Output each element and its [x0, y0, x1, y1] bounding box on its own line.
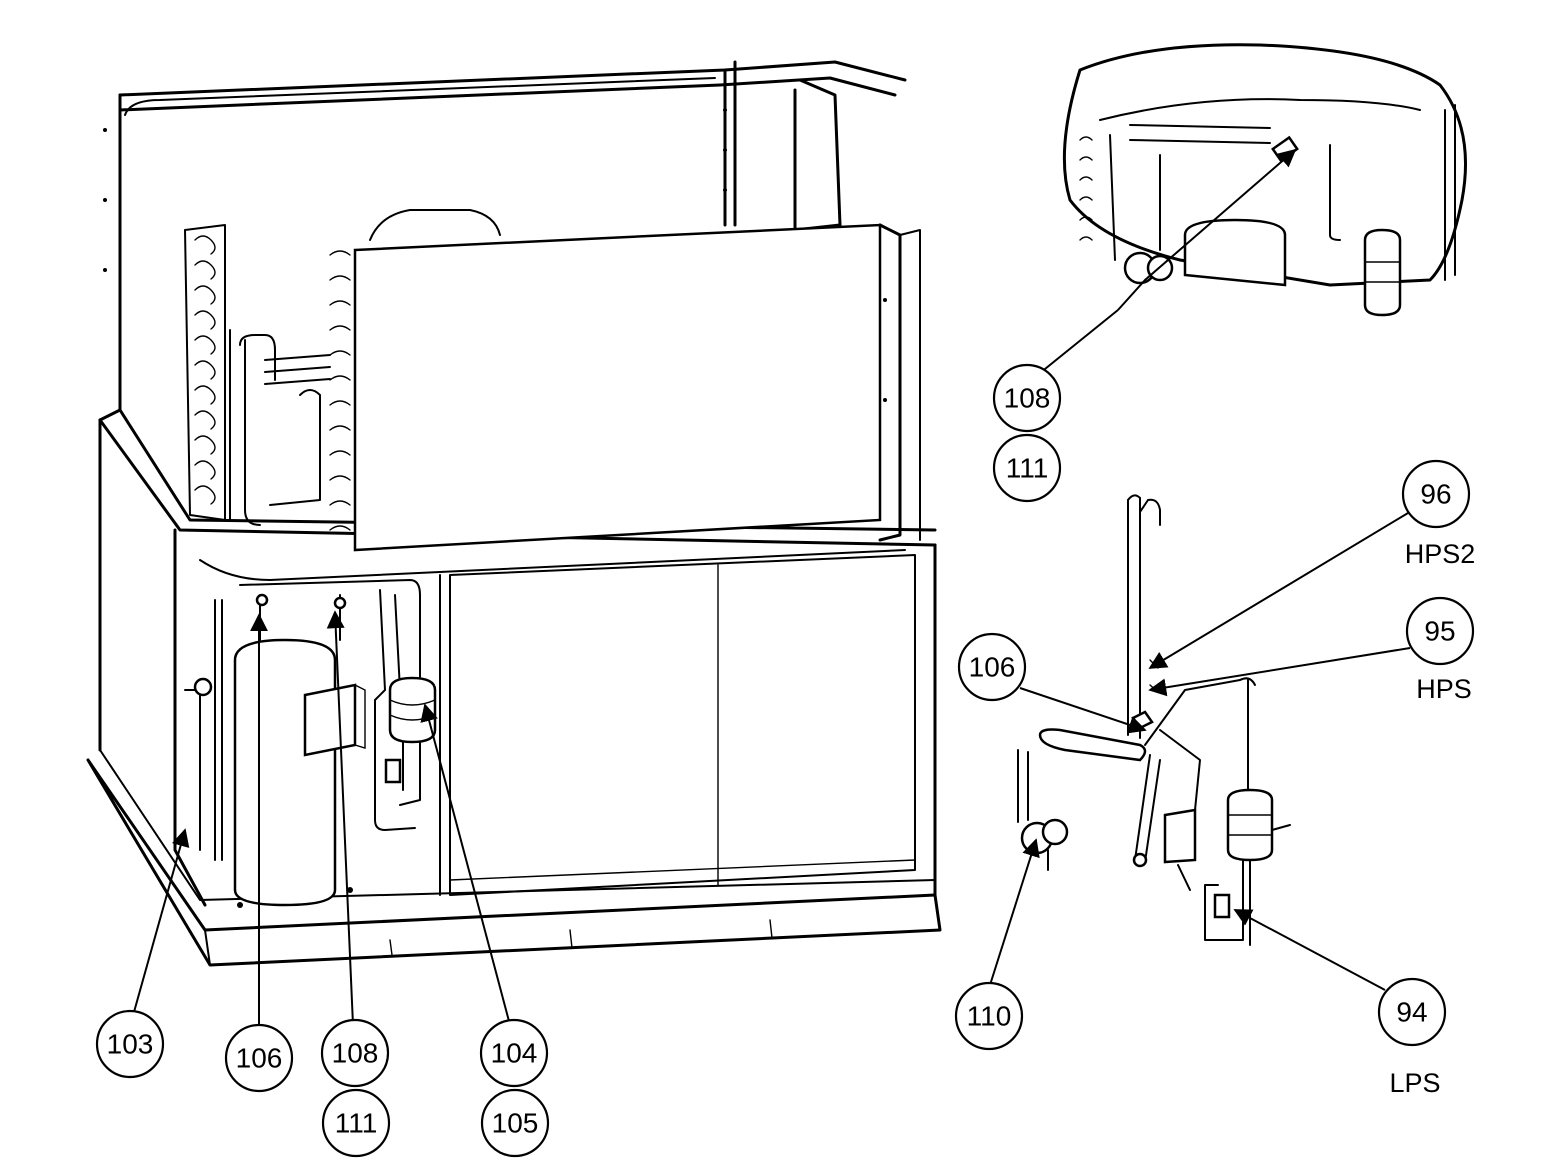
callout-106-circuit: 106 — [957, 632, 1027, 702]
callout-103: 103 — [95, 1009, 165, 1079]
svg-text:111: 111 — [1006, 453, 1049, 484]
callout-106-main: 106 — [224, 1023, 294, 1093]
svg-text:104: 104 — [491, 1038, 538, 1069]
callout-111-detail: 111 — [992, 433, 1062, 503]
svg-text:105: 105 — [492, 1108, 539, 1139]
callout-94: 94 — [1377, 977, 1447, 1047]
label-hps: HPS — [1416, 674, 1472, 704]
callout-96: 96 — [1401, 459, 1471, 529]
svg-text:95: 95 — [1424, 616, 1455, 647]
svg-text:106: 106 — [236, 1043, 283, 1074]
callout-108-main: 108 — [320, 1018, 390, 1088]
label-lps: LPS — [1389, 1068, 1440, 1098]
callout-111-main: 111 — [321, 1088, 391, 1158]
refrigerant-circuit-drawing — [1017, 494, 1291, 946]
callout-108-detail: 108 — [992, 363, 1062, 433]
label-hps2: HPS2 — [1405, 539, 1476, 569]
main-unit-drawing — [86, 60, 942, 967]
svg-text:106: 106 — [969, 652, 1016, 683]
svg-text:110: 110 — [967, 1001, 1012, 1032]
svg-text:94: 94 — [1396, 997, 1427, 1028]
svg-text:103: 103 — [107, 1029, 154, 1060]
svg-text:108: 108 — [332, 1038, 379, 1069]
leader-lines — [133, 148, 1411, 1028]
callout-110: 110 — [954, 981, 1024, 1051]
svg-text:111: 111 — [335, 1108, 378, 1139]
detail-view-bubble — [1062, 43, 1467, 317]
callout-105: 105 — [480, 1088, 550, 1158]
callout-95: 95 — [1405, 596, 1475, 666]
svg-text:96: 96 — [1420, 479, 1451, 510]
callout-104: 104 — [479, 1018, 549, 1088]
svg-text:108: 108 — [1004, 383, 1051, 414]
